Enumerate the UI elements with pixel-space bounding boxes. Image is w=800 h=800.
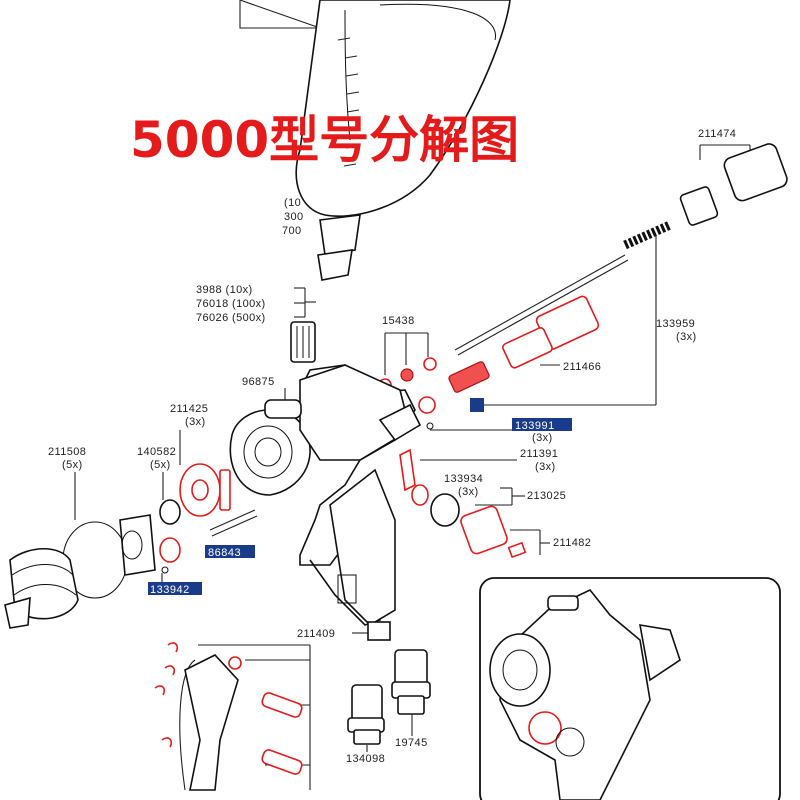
baffle: [119, 514, 156, 576]
label-140582: 140582: [137, 446, 176, 458]
swivel-fitting: [394, 649, 428, 687]
spray-adjust-knob: [460, 505, 508, 555]
label-133942: 133942: [150, 584, 190, 596]
marker-square: [470, 398, 484, 412]
trigger: [184, 654, 239, 791]
filter-group: 3988 (10x) 76018 (100x) 76026 (500x): [196, 284, 316, 363]
highlight-86843: [205, 545, 255, 558]
label-211474: 211474: [698, 128, 736, 140]
cup-scale-marks: [337, 37, 360, 167]
label-211508: 211508: [48, 446, 86, 458]
label-134098: 134098: [346, 753, 385, 765]
label-133959-qty: (3x): [676, 331, 697, 343]
cup-label-fragment-3: 700: [282, 225, 302, 237]
bottom-fittings: 211409 134098 19745: [297, 621, 431, 765]
seal-group-15438: 15438: [378, 315, 490, 393]
cup-label-fragment-2: 300: [284, 211, 304, 223]
label-211482: 211482: [553, 537, 591, 549]
diagram-title: 5000型号分解图: [130, 111, 519, 169]
needle-spring: [623, 220, 672, 250]
label-211508-qty: (5x): [62, 459, 83, 471]
trigger-parts: [154, 642, 311, 791]
right-mid-parts: 211391 (3x) 133934 (3x) 213025 211482: [399, 448, 591, 559]
detail-inset: [479, 577, 781, 800]
cup-label-fragment-1: (10: [284, 197, 301, 209]
label-15438: 15438: [382, 315, 415, 327]
label-19745: 19745: [395, 737, 428, 749]
label-133934-qty: (3x): [458, 486, 479, 498]
label-133991: 133991: [515, 420, 555, 432]
label-211391-qty: (3x): [535, 461, 556, 473]
label-211425-qty: (3x): [185, 416, 206, 428]
highlight-133991: [512, 418, 572, 431]
label-3988: 3988 (10x): [196, 284, 253, 296]
needle-assembly: 211474 133959 (3x): [454, 128, 788, 412]
label-213025: 213025: [527, 490, 566, 502]
label-86843: 86843: [208, 547, 241, 559]
label-211409: 211409: [297, 628, 335, 640]
label-133934: 133934: [444, 473, 483, 485]
air-piston: 211466: [502, 295, 601, 373]
gun-body: 96875: [229, 364, 422, 627]
label-211425: 211425: [170, 403, 208, 415]
label-96875: 96875: [242, 376, 275, 388]
label-76018: 76018 (100x): [196, 298, 266, 310]
label-76026: 76026 (500x): [196, 312, 266, 324]
lock-nut: [679, 186, 719, 226]
highlight-133942: [148, 582, 202, 595]
part-133991: 133991 (3x): [418, 396, 572, 444]
label-133991-qty: (3x): [532, 432, 553, 444]
label-211466: 211466: [563, 361, 601, 373]
left-parts: 211425 (3x) 211508 (5x) 140582 (5x) 1339…: [4, 403, 258, 629]
adjusting-knob: [723, 143, 788, 202]
paint-cup: (10 300 700: [239, 0, 511, 281]
label-140582-qty: (5x): [150, 459, 171, 471]
label-211391: 211391: [520, 448, 558, 460]
label-133959: 133959: [656, 318, 695, 330]
air-inlet-fitting: [351, 684, 383, 722]
